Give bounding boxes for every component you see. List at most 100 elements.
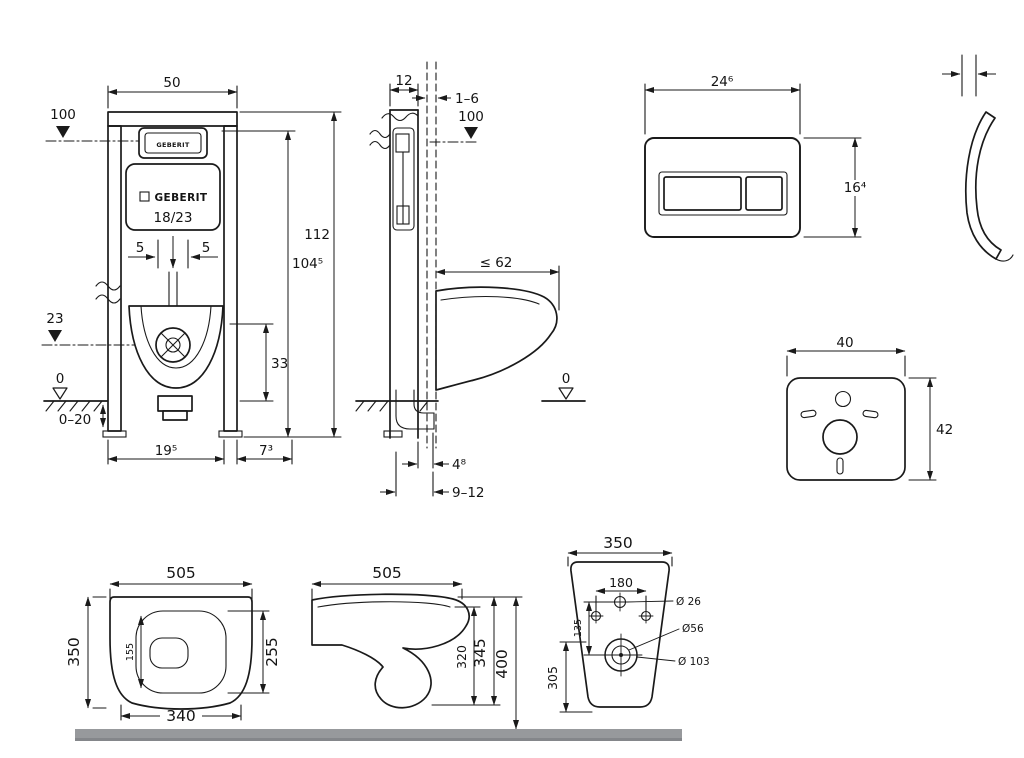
dim-112-label: 112 xyxy=(304,227,330,243)
pad-top-hole xyxy=(834,390,852,408)
dim-12-label: 12 xyxy=(395,73,412,89)
dim-depth-12: 12 xyxy=(389,73,419,107)
dim-plate-height-164: 16⁴ xyxy=(803,137,867,238)
dim-floor-level-0-side: 0 xyxy=(558,371,574,400)
level-triangle-open xyxy=(52,387,68,400)
floor-bar-shadow xyxy=(75,738,682,741)
floor-line xyxy=(75,729,682,741)
frame-front-view: GEBERIT GEBERIT 18/23 5 5 xyxy=(41,75,342,465)
dim-180-label: 180 xyxy=(609,575,633,590)
dim-floor-level-label: 0 xyxy=(56,371,65,387)
floor-level-line-side xyxy=(355,400,586,412)
dim-hole-height-135: 135 xyxy=(573,601,613,656)
dim-plate-width-246: 24⁶ xyxy=(644,74,801,135)
mounting-features xyxy=(588,592,654,677)
dim-frame-width-50: 50 xyxy=(107,75,238,109)
dim-pad-height-42: 42 xyxy=(908,377,953,481)
seat-ring xyxy=(135,610,227,694)
dim-actuation-level-100-side: 100 xyxy=(429,109,484,143)
dim-d56-label: Ø56 xyxy=(682,623,704,635)
water-surface xyxy=(149,637,189,669)
dim-plate-thickness xyxy=(942,54,996,97)
diameter-callouts: Ø 26 Ø56 Ø 103 xyxy=(626,596,710,668)
dim-floor-adjust-label: 0–20 xyxy=(59,412,92,428)
outlet-center xyxy=(619,653,623,657)
dim-340-label: 340 xyxy=(166,707,196,725)
large-flush-button xyxy=(663,176,742,211)
dim-135-label: 135 xyxy=(573,619,584,637)
frame-outline xyxy=(102,111,243,438)
geberit-logo-square xyxy=(139,191,150,202)
cistern-side-internals xyxy=(392,127,415,231)
dim-heights-right: 104⁵ 112 xyxy=(221,111,342,438)
bowl-side-silhouette xyxy=(435,286,558,391)
dim-73-label: 7³ xyxy=(259,443,273,459)
dim-inner-155: 155 xyxy=(125,615,144,689)
dim-195-label: 19⁵ xyxy=(155,443,178,459)
flush-plate-body xyxy=(644,137,801,238)
dim-62-label: ≤ 62 xyxy=(480,255,513,271)
dim-33-label: 33 xyxy=(271,356,288,372)
left-foot xyxy=(102,430,127,438)
access-box-brand: GEBERIT xyxy=(156,141,189,149)
floor-level-line-front xyxy=(43,400,108,412)
dim-d103-label: Ø 103 xyxy=(678,656,710,668)
level-triangle-filled xyxy=(48,330,62,342)
dim-305-label: 305 xyxy=(545,666,560,690)
side-foot xyxy=(383,430,403,438)
pad-left-slot xyxy=(800,409,817,419)
dim-40-label: 40 xyxy=(836,335,853,351)
flush-plate-side-view xyxy=(942,54,1014,262)
dim-bowl-width-505: 505 xyxy=(109,564,253,600)
actuator-access-box: GEBERIT xyxy=(138,127,208,159)
dim-frame-width-label: 50 xyxy=(163,75,180,91)
water-supply-squiggle xyxy=(95,281,121,304)
dim-seat-255: 255 xyxy=(227,610,281,694)
dim-outlet-level-23: 23 xyxy=(46,311,64,342)
dim-350-label: 350 xyxy=(65,637,83,667)
dim-hole-spacing-180: 180 xyxy=(595,575,647,612)
dim-505-side-label: 505 xyxy=(372,564,402,582)
dim-155-label: 155 xyxy=(125,643,136,661)
dim-wall-1-6: 1–6 xyxy=(412,91,479,107)
concealed-cistern: GEBERIT 18/23 xyxy=(125,163,221,231)
dim-1045-label: 104⁵ xyxy=(292,256,323,272)
cistern-model-label: 18/23 xyxy=(154,210,193,226)
dim-164-label: 16⁴ xyxy=(844,180,867,196)
dim-505-top-label: 505 xyxy=(166,564,196,582)
level-triangle-filled xyxy=(56,126,70,138)
dim-outlet-offset-48: 4⁸ xyxy=(402,432,466,473)
dim-actuation-label: 100 xyxy=(50,107,76,123)
break-squiggles xyxy=(369,112,419,150)
right-foot xyxy=(218,430,243,438)
dim-bowl-depth-62: ≤ 62 xyxy=(435,255,560,311)
flush-plate-front-view: 24⁶ 16⁴ xyxy=(644,74,867,238)
pad-bottom-slot xyxy=(836,457,844,475)
dim-outlet-depth-9-12: 9–12 xyxy=(380,451,485,501)
dim-0-side-label: 0 xyxy=(562,371,571,387)
level-triangle-filled xyxy=(464,127,478,139)
dim-48-label: 4⁸ xyxy=(452,457,466,473)
button-frame xyxy=(658,171,788,216)
bowl-top-outline xyxy=(109,596,253,710)
dim-bottom-widths: 19⁵ 7³ xyxy=(107,439,293,465)
dim-pad-width-40: 40 xyxy=(786,335,906,377)
dim-42-label: 42 xyxy=(936,422,953,438)
dim-345-label: 345 xyxy=(471,638,489,668)
small-flush-button xyxy=(745,176,783,211)
bowl-top-view: 505 350 155 255 340 xyxy=(65,564,281,725)
dim-100-side-label: 100 xyxy=(458,109,484,125)
pad-right-slot xyxy=(862,409,879,419)
dim-offset-right-label: 5 xyxy=(202,240,211,256)
drain-elbow-side xyxy=(395,389,435,430)
bowl-back-outline xyxy=(570,561,670,708)
outlet-elbow-front xyxy=(157,395,193,421)
wall-finish-lines xyxy=(426,61,437,449)
dim-350-back-label: 350 xyxy=(603,534,633,552)
dim-246-label: 24⁶ xyxy=(711,74,734,90)
bowl-side-view: 505 320 345 400 xyxy=(311,564,523,730)
frame-side-outline xyxy=(383,109,419,439)
flush-bend xyxy=(155,327,191,363)
dim-d26-label: Ø 26 xyxy=(676,596,701,608)
